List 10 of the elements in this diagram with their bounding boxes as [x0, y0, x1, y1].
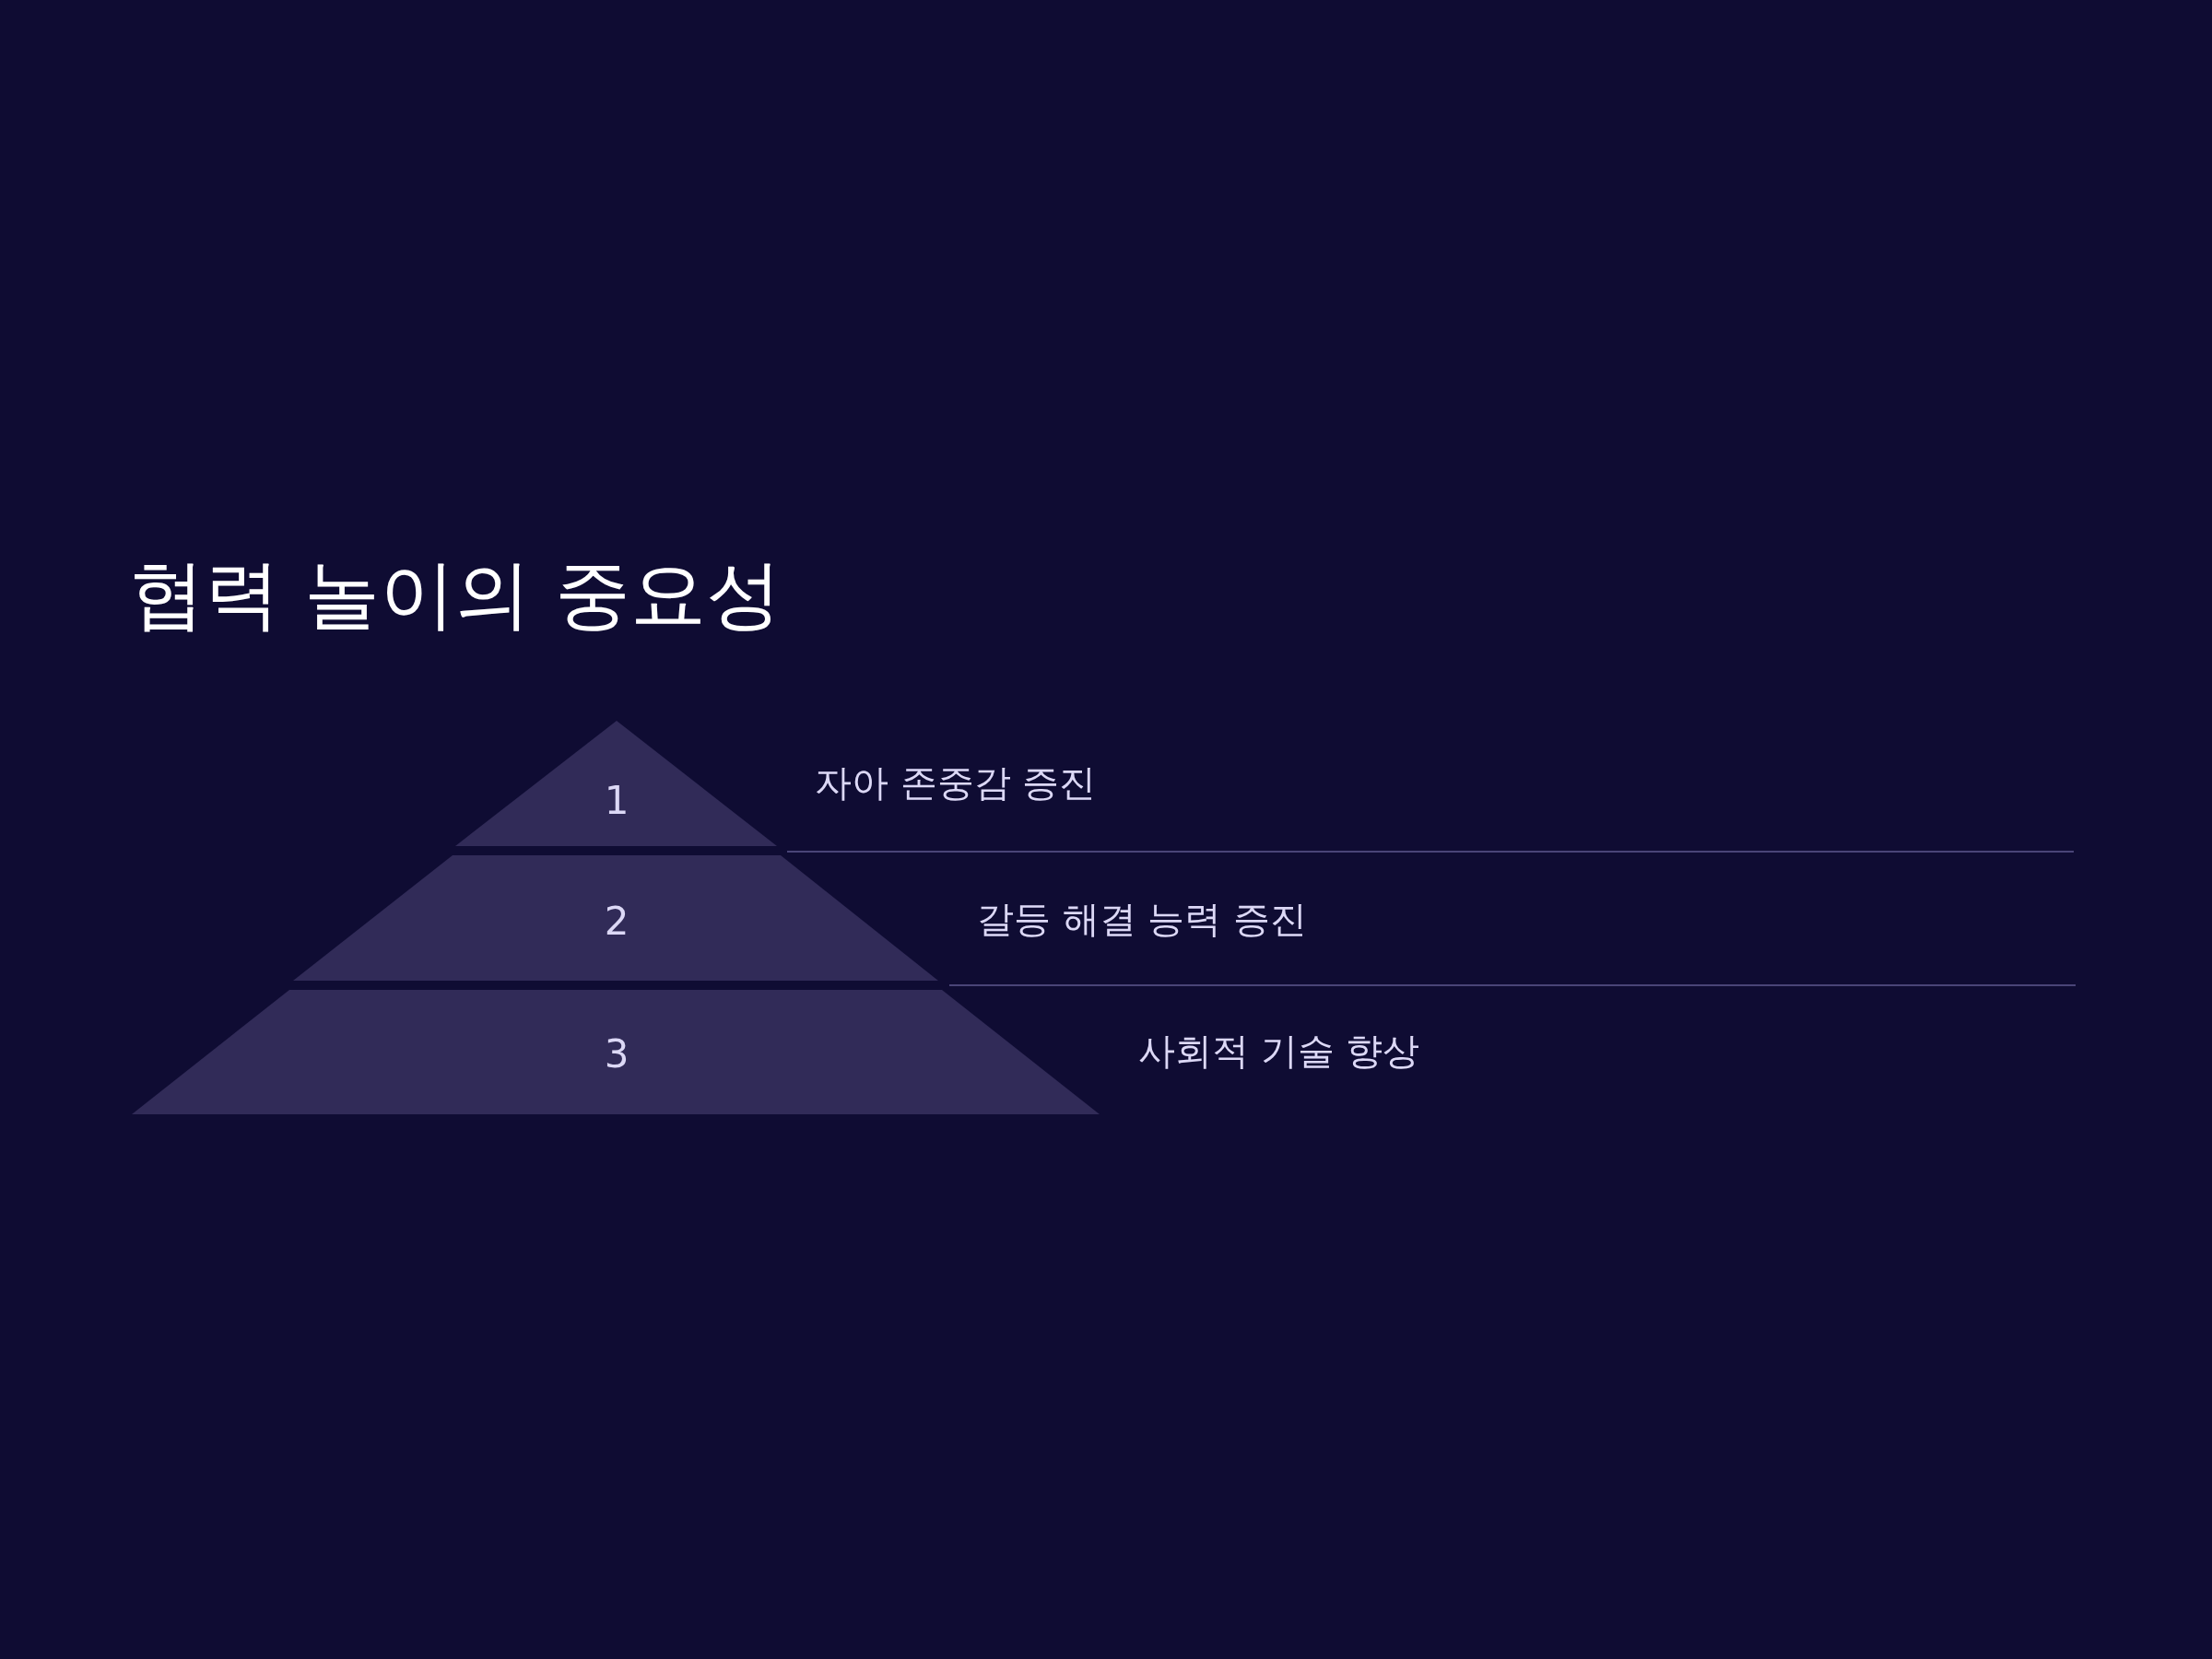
pyramid-level: [293, 855, 938, 981]
level-label: 갈등 해결 능력 증진: [977, 897, 1308, 941]
level-label: 사회적 기술 향상: [1138, 1029, 1420, 1073]
level-number: 1: [604, 779, 629, 823]
level-label: 자아 존중감 증진: [815, 760, 1097, 805]
level-number: 2: [604, 900, 629, 944]
slide-title: 협력 놀이의 중요성: [129, 553, 782, 636]
pyramid-level: [132, 990, 1100, 1114]
pyramid-level: [455, 721, 777, 846]
level-number: 3: [604, 1032, 629, 1077]
